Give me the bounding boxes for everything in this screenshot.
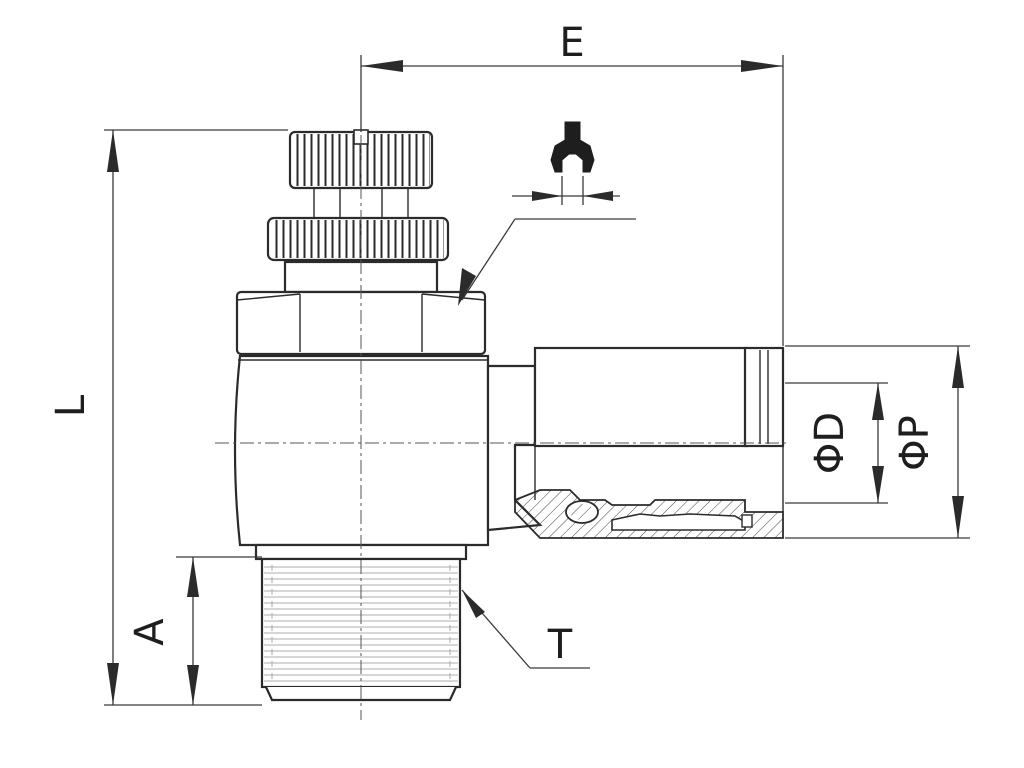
dimension-a: A xyxy=(127,556,262,705)
dimension-label-a: A xyxy=(127,618,173,646)
dimension-p: ΦP xyxy=(785,345,970,539)
dimension-label-e: E xyxy=(559,20,584,66)
dimension-label-p: ΦP xyxy=(892,415,938,471)
dimension-label-l: L xyxy=(48,394,94,417)
screw-stem xyxy=(313,188,409,218)
slot-leader xyxy=(458,218,636,306)
lock-nut xyxy=(266,216,450,262)
dimension-label-t: T xyxy=(547,622,573,668)
push-in-connector xyxy=(486,346,785,539)
dimension-d: ΦD xyxy=(785,382,888,504)
screwdriver-slot-symbol xyxy=(512,121,620,205)
dimension-e: E xyxy=(360,20,784,346)
dimension-label-d: ΦD xyxy=(807,412,853,474)
dimension-t: T xyxy=(461,589,590,669)
dimension-l: L xyxy=(48,129,288,706)
main-body xyxy=(233,354,490,547)
